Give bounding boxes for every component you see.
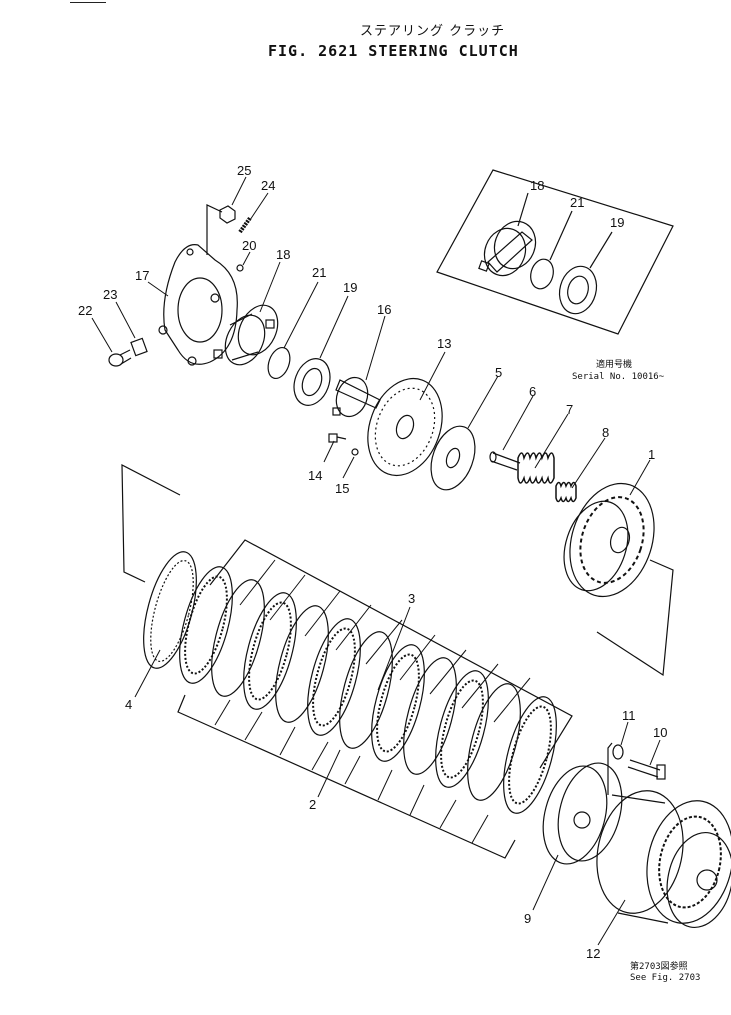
see-fig-note: See Fig. 2703: [630, 973, 701, 983]
drum-12: [596, 790, 731, 924]
label-13: 13: [437, 336, 452, 351]
end-cover: [666, 831, 731, 929]
spring-8: [555, 481, 577, 503]
label-16: 16: [377, 302, 392, 317]
label-9: 9: [524, 911, 532, 926]
ring-21: [267, 346, 291, 380]
label-22: 22: [78, 303, 93, 318]
label-14: 14: [308, 468, 323, 483]
label-15: 15: [335, 481, 350, 496]
clutch-pack: [143, 551, 557, 814]
label-4: 4: [125, 697, 133, 712]
label-24: 24: [261, 178, 276, 193]
inset-ring-21: [530, 258, 554, 290]
serial-jp: 適用号機: [596, 360, 633, 370]
label-3: 3: [408, 591, 416, 606]
plate-5: [430, 425, 476, 491]
washer-15: [351, 448, 359, 456]
inset-label-18: 18: [530, 178, 545, 193]
label-20: 20: [242, 238, 257, 253]
bolt-14: [328, 433, 347, 443]
washer-11: [612, 744, 624, 760]
serial-number: Serial No. 10016~: [572, 372, 665, 382]
label-21: 21: [312, 265, 327, 280]
label-23: 23: [103, 287, 118, 302]
label-18: 18: [276, 247, 291, 262]
hub-1: [563, 482, 655, 598]
bolt-10: [627, 759, 666, 780]
label-12: 12: [586, 946, 601, 961]
label-10: 10: [653, 725, 668, 740]
pin-24: [238, 216, 252, 234]
spring-7: [517, 452, 555, 484]
bolt-6: [489, 451, 521, 471]
inset-housing-18: [478, 220, 537, 277]
washer-23: [130, 337, 148, 357]
bolt-22: [108, 349, 132, 367]
label-25: 25: [237, 163, 252, 178]
top-rule: [70, 2, 106, 3]
nut-25: [219, 205, 236, 224]
plate-13: [367, 377, 443, 477]
bearing-19: [293, 358, 331, 406]
inset-bearing-19: [558, 265, 598, 315]
label-17: 17: [135, 268, 150, 283]
label-2: 2: [309, 797, 317, 812]
cover-17: [158, 244, 238, 366]
pressure-plate-9: [542, 762, 623, 865]
housing-18: [213, 304, 279, 366]
label-1: 1: [648, 447, 656, 462]
label-6: 6: [529, 384, 537, 399]
nut-20: [236, 264, 244, 272]
label-5: 5: [495, 365, 503, 380]
inset-frame: [436, 169, 674, 335]
bracket-3: [209, 539, 573, 769]
label-19: 19: [343, 280, 358, 295]
inset-label-21: 21: [570, 195, 585, 210]
figure-title: FIG. 2621 STEERING CLUTCH: [268, 42, 519, 60]
label-7: 7: [566, 402, 574, 417]
inset-label-19: 19: [610, 215, 625, 230]
bracket-2: [177, 694, 516, 859]
label-8: 8: [602, 425, 610, 440]
see-fig-jp: 第2703図参照: [630, 962, 688, 972]
label-11: 11: [622, 708, 636, 723]
retainer-16: [332, 376, 381, 418]
figure-title-jp: ステアリング クラッチ: [360, 24, 506, 39]
